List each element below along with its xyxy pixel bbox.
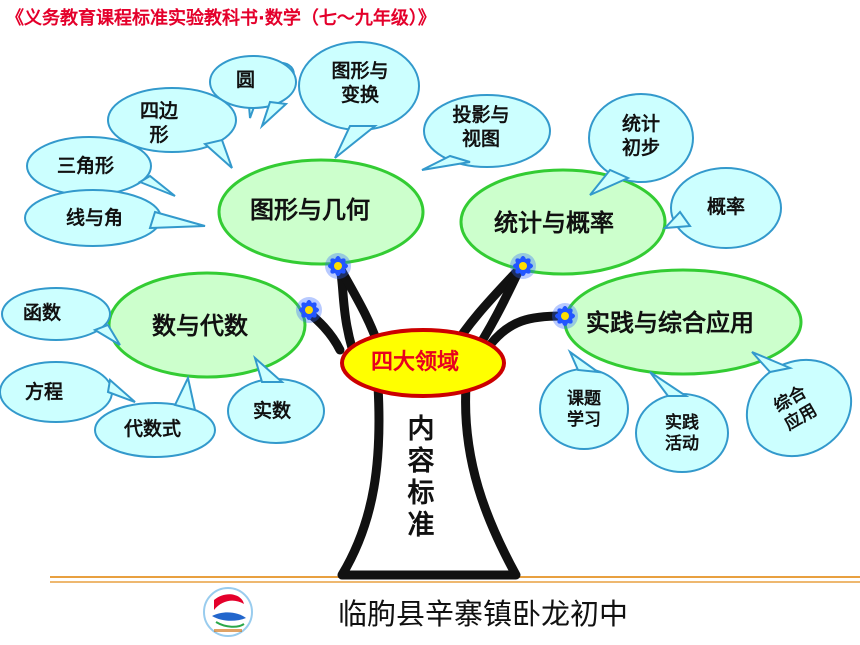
domain-algebra: 数与代数 — [152, 312, 248, 340]
oval-statistics — [459, 168, 667, 276]
flower-icons — [296, 253, 578, 329]
domain-statistics: 统计与概率 — [494, 209, 614, 237]
bubble-probability: 概率 — [707, 196, 746, 218]
oval-geometry — [217, 158, 425, 266]
domain-geometry: 图形与几何 — [250, 196, 370, 224]
bubble-triangle: 三角形 — [57, 155, 115, 177]
flower-icon — [296, 297, 322, 323]
bubble-function: 函数 — [23, 302, 62, 324]
flower-icon — [552, 303, 578, 329]
trunk-label: 内容标准 — [407, 414, 435, 541]
school-logo-icon — [203, 587, 253, 637]
bubble-topic-study: 课题学习 — [567, 389, 601, 431]
bubble-expression: 代数式 — [124, 418, 182, 440]
bubble-lines-angles: 线与角 — [66, 207, 124, 229]
bubble-projection: 投影与视图 — [452, 104, 510, 150]
flower-icon — [325, 253, 351, 279]
bubble-real-number: 实数 — [253, 400, 292, 422]
bubble-practice-activity: 实践活动 — [665, 413, 699, 455]
bubble-circle: 圆 — [236, 69, 256, 91]
bubble-equation: 方程 — [25, 381, 64, 403]
page-title: 《义务教育课程标准实验教科书·数学（七～九年级）》 — [6, 8, 436, 29]
bubble-transform: 图形与变换 — [331, 60, 389, 106]
speech-bubbles — [0, 41, 853, 473]
school-name: 临朐县辛寨镇卧龙初中 — [338, 597, 629, 631]
core-ellipse — [340, 328, 506, 398]
domain-practice: 实践与综合应用 — [586, 309, 754, 337]
flower-icon — [510, 253, 536, 279]
core-label: 四大领域 — [371, 350, 460, 375]
bubble-stats-intro: 统计初步 — [621, 113, 660, 159]
bubble-quadrilateral: 四边形 — [140, 100, 178, 144]
tree-trunk — [337, 381, 521, 580]
